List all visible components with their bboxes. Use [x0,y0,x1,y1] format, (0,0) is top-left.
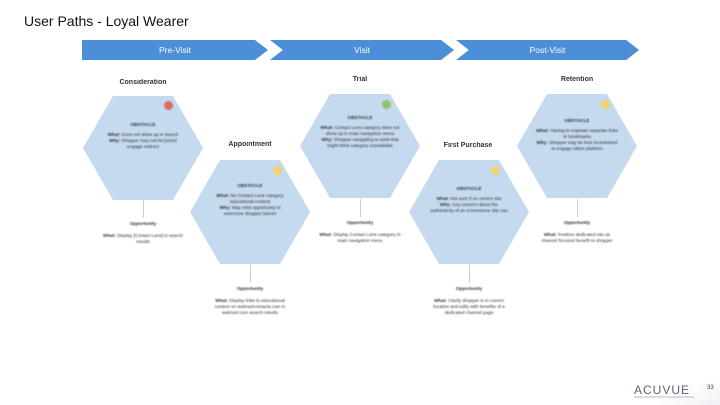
obstacle-why: Shopper navigating to seek that might th… [327,137,399,148]
opportunity-header: Opportunity [455,286,483,291]
obstacle-text-trial: OBSTACLE What: Contact Lens category doe… [319,115,401,149]
obstacle-why: May miss opportunity to overcome shopper… [223,205,281,216]
logo-underline [634,396,694,398]
status-dot-yellow [273,166,282,175]
connector-line [143,200,144,218]
opportunity-first-purchase: Opportunity What: Clarify shopper is in … [428,286,510,316]
obstacle-header: OBSTACLE [564,118,590,123]
opportunity-retention: Opportunity What: Position dedicated sit… [536,220,618,244]
what-label: What: [107,132,121,137]
obstacle-what: Contact Lens category does not show up i… [325,125,400,136]
opportunity-what: Display Contact Lens category in main na… [333,232,401,243]
obstacle-header: OBSTACLE [456,186,482,191]
opportunity-consideration: Opportunity What: Display [Contact Lens]… [102,221,184,245]
stage-label-retention: Retention [560,76,594,83]
obstacle-text-first-purchase: OBSTACLE What: Not sure if on correct si… [428,186,510,214]
opportunity-header: Opportunity [129,221,157,226]
opportunity-what-label: What: [543,232,557,237]
why-label: Why: [219,205,231,210]
connector-line [469,265,470,283]
page-corner-decoration [660,377,720,405]
phase-label: Pre-Visit [159,45,191,55]
status-dot-green [382,100,391,109]
status-dot-yellow [601,100,610,109]
obstacle-what: No Contact Lens category educational con… [230,193,284,204]
opportunity-what-label: What: [319,232,333,237]
obstacle-what: Not sure if on correct site [450,196,502,201]
opportunity-trial: Opportunity What: Display Contact Lens c… [319,220,401,244]
what-label: What: [436,196,450,201]
obstacle-header: OBSTACLE [237,183,263,188]
opportunity-what-label: What: [215,298,229,303]
obstacle-why: Any concern about the authenticity of an… [430,202,508,213]
obstacle-why: Shopper may not hit [enter] engage redir… [121,138,177,149]
why-label: Why: [439,202,452,207]
phase-label: Visit [354,45,370,55]
obstacle-header: OBSTACLE [347,115,373,120]
connector-line [577,199,578,217]
why-label: Why: [321,137,333,142]
opportunity-what: Position dedicated site as channel focus… [541,232,613,243]
page-number: 33 [707,385,714,391]
opportunity-what-label: What: [434,298,447,303]
stage-label-trial: Trial [352,76,368,83]
phase-arrow-visit: Visit [270,40,454,60]
stage-label-consideration: Consideration [119,79,167,86]
what-label: What: [216,193,230,198]
opportunity-header: Opportunity [236,286,264,291]
opportunity-appointment: Opportunity What: Display links to educa… [209,286,291,316]
obstacle-text-consideration: OBSTACLE What: Does not show up in searc… [102,122,184,150]
obstacle-what: Does not show up in search [121,132,179,137]
obstacle-header: OBSTACLE [130,122,156,127]
connector-line [250,265,251,283]
stage-label-first-purchase: First Purchase [443,142,493,149]
phase-label: Post-Visit [529,45,566,55]
slide-title: User Paths - Loyal Wearer [24,13,189,29]
opportunity-what-label: What: [103,233,116,238]
connector-line [360,199,361,217]
obstacle-why: Shopper may be less incentivized to enga… [549,140,618,151]
opportunity-header: Opportunity [563,220,591,225]
status-dot-red [164,101,173,110]
what-label: What: [536,128,549,133]
obstacle-text-retention: OBSTACLE What: Having to maintain separa… [536,118,618,152]
opportunity-what: Display links to educational content on … [214,298,286,315]
opportunity-what: Clarify shopper is in correct location a… [433,298,505,315]
brand-logo: ACUVUE [634,383,691,397]
status-dot-yellow [491,166,500,175]
opportunity-header: Opportunity [346,220,374,225]
phase-arrow-pre-visit: Pre-Visit [82,40,268,60]
what-label: What: [320,125,334,130]
why-label: Why: [536,140,548,145]
stage-label-appointment: Appointment [228,141,272,148]
obstacle-what: Having to maintain separate links or boo… [550,128,618,139]
why-label: Why: [109,138,121,143]
opportunity-what: Display [Contact Lens] in search results [117,233,183,244]
phase-arrow-post-visit: Post-Visit [456,40,639,60]
obstacle-text-appointment: OBSTACLE What: No Contact Lens category … [209,183,291,217]
